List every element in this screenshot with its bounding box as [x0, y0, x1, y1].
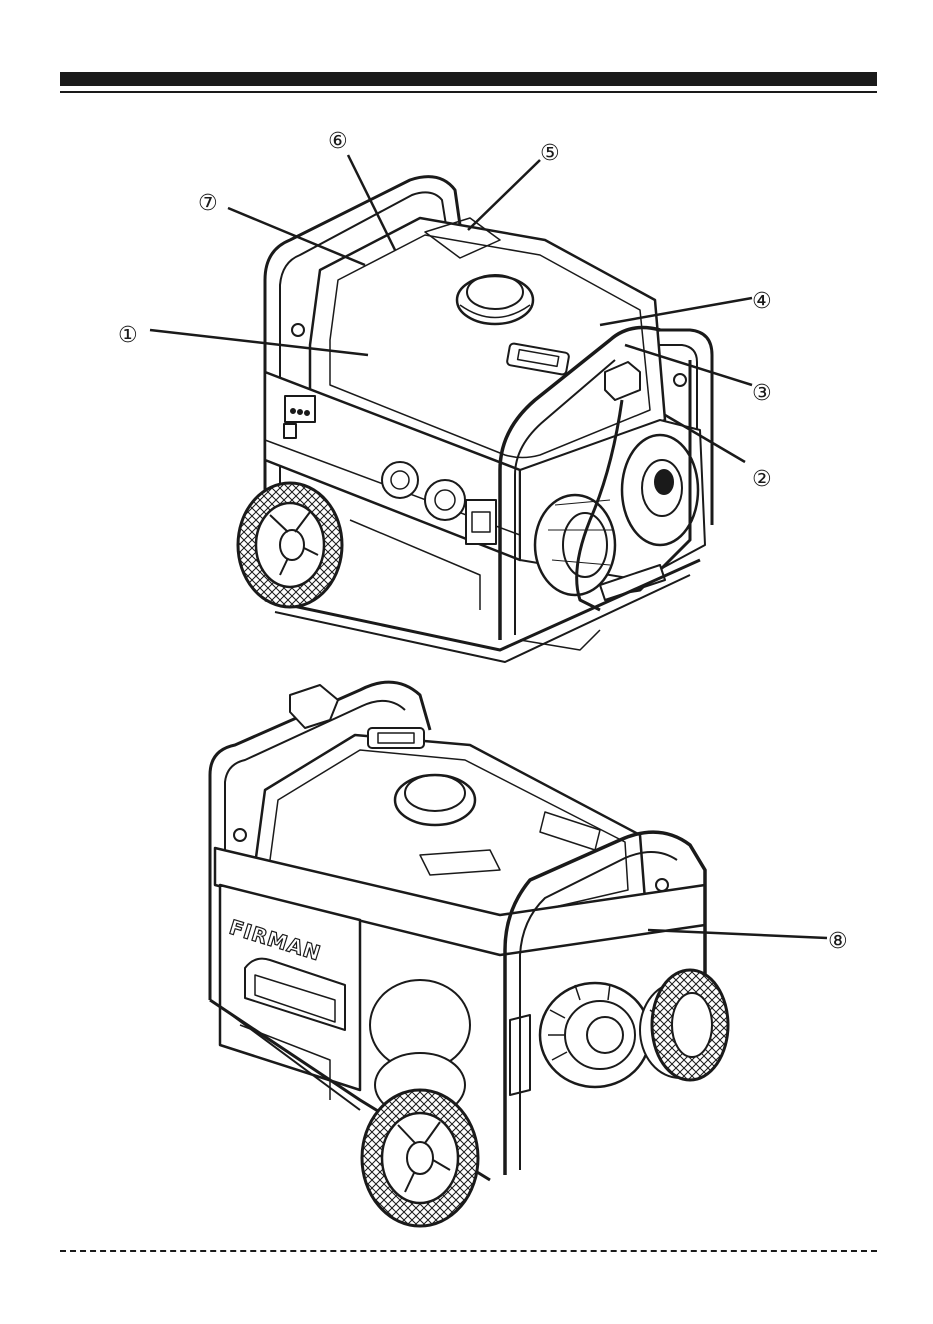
callout-4: ④ [752, 289, 772, 314]
callout-6: ⑥ [328, 129, 348, 154]
lifting-bracket-rear [290, 685, 338, 728]
wheel-bottom-left [362, 1090, 478, 1226]
callout-1: ① [118, 323, 138, 348]
generator-top-view [238, 177, 712, 662]
air-filter [535, 495, 615, 595]
outlet-left [382, 462, 418, 498]
outlet-center [425, 480, 465, 520]
outlet-duplex [466, 500, 496, 544]
callout-2: ② [752, 467, 772, 492]
leader-line-8 [648, 930, 827, 938]
wheel-top-left [238, 483, 342, 607]
callout-5: ⑤ [540, 141, 560, 166]
callout-8: ⑧ [828, 929, 848, 954]
callout-7: ⑦ [198, 191, 218, 216]
fuel-gauge-rear [368, 728, 424, 748]
callout-3: ③ [752, 381, 772, 406]
wheel-bottom-right [652, 970, 728, 1080]
footer-dashed-rule [60, 1250, 877, 1252]
